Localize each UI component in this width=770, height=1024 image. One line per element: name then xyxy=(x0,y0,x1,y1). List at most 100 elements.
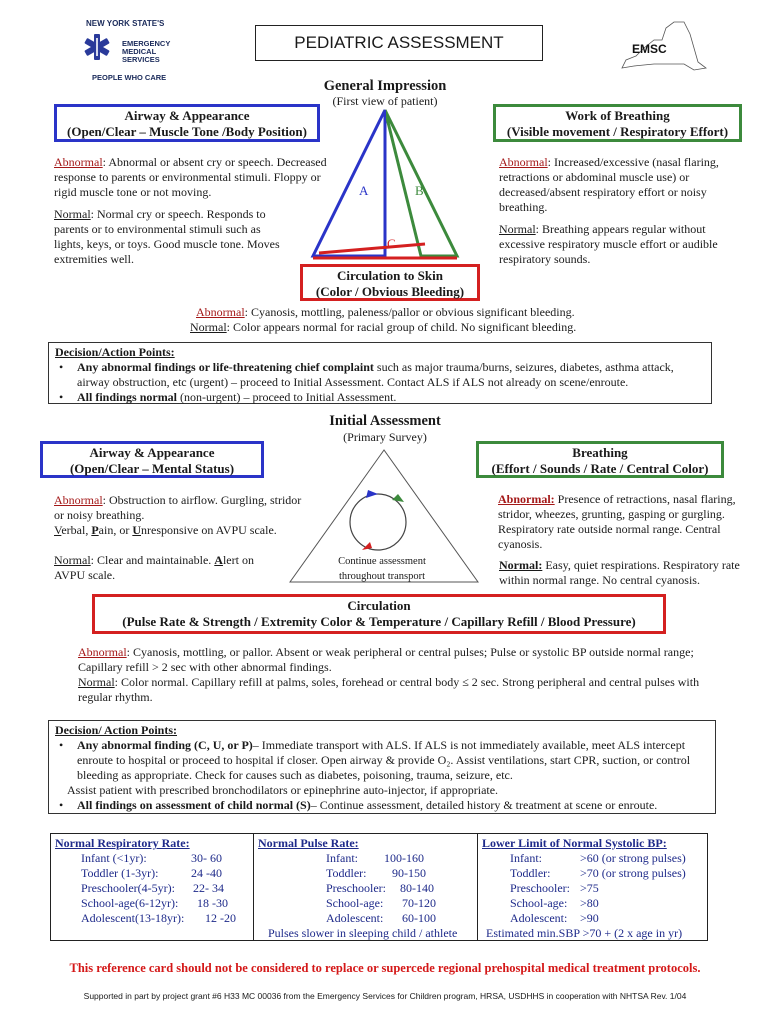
avpu-u-rest: nresponsive on AVPU scale. xyxy=(141,523,277,537)
initial-circulation-normal: Normal: Color normal. Capillary refill a… xyxy=(78,675,718,705)
abnormal-label: Abnormal xyxy=(54,493,103,507)
logo-line2: MEDICAL xyxy=(122,47,157,56)
abnormal-label: Abnormal xyxy=(78,645,127,659)
resp-row: School-age(6-12yr):18 -30 xyxy=(53,896,253,911)
general-impression-heading: General Impression xyxy=(323,78,447,94)
resp-row: Infant (<1yr):30- 60 xyxy=(53,851,253,866)
decision-1-bullet-1-bold: Any abnormal findings or life-threatenin… xyxy=(77,360,374,374)
star-of-life-icon xyxy=(84,34,110,60)
emsc-logo: EMSC xyxy=(614,18,710,78)
bp-age: Adolescent: xyxy=(510,911,568,925)
initial-breathing-title: Breathing xyxy=(572,445,628,460)
decision-2-bullet-1-text: – Immediate transport with ALS. If ALS i… xyxy=(77,738,691,782)
continue-line-1: Continue assessment xyxy=(338,556,426,567)
general-work-abnormal-text: : Increased/excessive (nasal flaring, re… xyxy=(499,155,719,214)
abnormal-label: Abnormal xyxy=(499,155,548,169)
general-circulation-normal-text: : Color appears normal for racial group … xyxy=(226,320,577,334)
triangle-label-a: A xyxy=(359,183,369,198)
general-airway-normal-text: : Normal cry or speech. Responds to pare… xyxy=(54,207,280,266)
avpu-p: P xyxy=(91,523,99,537)
decision-1-bullet-1-text: such as major trauma/burns, seizures, di… xyxy=(77,360,674,389)
resp-age: Preschooler(4-5yr): xyxy=(81,881,175,895)
bp-row: Adolescent: >90 xyxy=(480,911,707,926)
logo-state-text: NEW YORK STATE'S xyxy=(86,19,165,28)
initial-circulation-box: Circulation (Pulse Rate & Strength / Ext… xyxy=(92,594,666,634)
resp-value: 22- 34 xyxy=(193,881,224,895)
bp-note: Estimated min.SBP >70 + (2 x age in yr) xyxy=(486,926,683,940)
pulse-row: Infant:100-160 xyxy=(256,851,477,866)
respiratory-rate-title: Normal Respiratory Rate: xyxy=(55,836,190,850)
decision-2-bullet-2-bold: All findings on assessment of child norm… xyxy=(77,798,294,812)
ny-state-map-icon xyxy=(621,21,707,71)
bp-row: Toddler: >70 (or strong pulses) xyxy=(480,866,707,881)
resp-value: 30- 60 xyxy=(191,851,222,865)
initial-airway-subtitle: (Open/Clear – Mental Status) xyxy=(69,461,235,476)
triangle-label-b: B xyxy=(415,183,424,198)
pulse-rate-column: Normal Pulse Rate: Infant:100-160 Toddle… xyxy=(254,833,478,941)
pulse-value: 60-100 xyxy=(402,911,436,925)
pulse-row: Preschooler:80-140 xyxy=(256,881,477,896)
bp-row: Preschooler: >75 xyxy=(480,881,707,896)
decision-1-bullet-2: All findings normal (non-urgent) – proce… xyxy=(55,390,705,405)
bp-row: Infant:>60 (or strong pulses) xyxy=(480,851,707,866)
funding-footer: Supported in part by project grant #6 H3… xyxy=(83,991,687,1001)
decision-2-bullet-2-mid: (S) xyxy=(293,798,311,812)
decision-points-1: Decision/Action Points: Any abnormal fin… xyxy=(48,342,712,405)
avpu-p-rest: ain, or xyxy=(98,523,133,537)
resp-age: Adolescent(13-18yr): xyxy=(81,911,185,925)
page-title: PEDIATRIC ASSESSMENT xyxy=(255,25,543,61)
general-work-normal-text: : Breathing appears regular without exce… xyxy=(499,222,718,266)
general-circulation-normal: Normal: Color appears normal for racial … xyxy=(190,320,750,335)
pulse-row: Adolescent:60-100 xyxy=(256,911,477,926)
pulse-age: School-age: xyxy=(326,896,384,910)
initial-breathing-normal: Normal: Easy, quiet respirations. Respir… xyxy=(499,558,743,588)
initial-breathing-box: Breathing (Effort / Sounds / Rate / Cent… xyxy=(476,441,724,478)
general-work-abnormal: Abnormal: Increased/excessive (nasal fla… xyxy=(499,155,749,215)
bp-age: Preschooler: xyxy=(510,881,570,895)
avpu-u: U xyxy=(132,523,141,537)
decision-2-bullet-1: Any abnormal finding (C, U, or P)– Immed… xyxy=(55,738,709,783)
initial-circulation-title: Circulation xyxy=(347,598,411,613)
pulse-value: 70-120 xyxy=(402,896,436,910)
initial-circulation-abnormal: Abnormal: Cyanosis, mottling, or pallor.… xyxy=(78,645,718,675)
avpu-a-rest: lert on AVPU scale. xyxy=(54,553,254,582)
initial-triangle-diagram xyxy=(289,449,479,583)
general-circulation-box: Circulation to Skin (Color / Obvious Ble… xyxy=(300,264,480,301)
normal-label: Normal: xyxy=(499,558,543,572)
pulse-value: 90-150 xyxy=(392,866,426,880)
decision-2-bullet-1-mid: (C, U, or P) xyxy=(191,738,253,752)
bp-value: >90 xyxy=(580,911,599,925)
bp-value: >75 xyxy=(580,881,599,895)
resp-row: Preschooler(4-5yr): 22- 34 xyxy=(53,881,253,896)
bp-value: >80 xyxy=(580,896,599,910)
bp-age: Toddler: xyxy=(510,866,551,880)
general-circulation-subtitle: (Color / Obvious Bleeding) xyxy=(315,284,465,299)
bp-value: >70 (or strong pulses) xyxy=(580,866,686,880)
initial-breathing-subtitle: (Effort / Sounds / Rate / Central Color) xyxy=(491,461,709,476)
normal-label: Normal xyxy=(54,207,91,221)
general-work-title: Work of Breathing xyxy=(565,108,670,123)
general-airway-subtitle: (Open/Clear – Muscle Tone /Body Position… xyxy=(67,124,307,139)
initial-circulation-subtitle: (Pulse Rate & Strength / Extremity Color… xyxy=(122,614,636,629)
resp-value: 24 -40 xyxy=(191,866,222,880)
nys-ems-logo: NEW YORK STATE'S EMERGENCY MEDICAL SERVI… xyxy=(80,20,200,86)
bp-row: School-age: >80 xyxy=(480,896,707,911)
general-work-normal: Normal: Breathing appears regular withou… xyxy=(499,222,731,267)
general-airway-abnormal: Abnormal: Abnormal or absent cry or spee… xyxy=(54,155,344,200)
triangle-blue-side xyxy=(310,109,387,258)
initial-airway-normal: Normal: Clear and maintainable. Alert on… xyxy=(54,553,284,583)
avpu-a: A xyxy=(214,553,223,567)
decision-2-title: Decision/ Action Points: xyxy=(55,723,177,737)
initial-assessment-heading: Initial Assessment xyxy=(329,413,441,429)
decision-points-2: Decision/ Action Points: Any abnormal fi… xyxy=(48,720,716,814)
respiratory-rate-column: Normal Respiratory Rate: Infant (<1yr):3… xyxy=(50,833,254,941)
bp-value: >60 (or strong pulses) xyxy=(580,851,686,865)
bp-age: School-age: xyxy=(510,896,568,910)
normal-label: Normal xyxy=(78,675,115,689)
initial-circulation-normal-text: : Color normal. Capillary refill at palm… xyxy=(78,675,700,704)
pulse-age: Preschooler: xyxy=(326,881,386,895)
general-airway-box: Airway & Appearance (Open/Clear – Muscle… xyxy=(54,104,320,142)
logo-tagline: PEOPLE WHO CARE xyxy=(92,73,167,82)
general-circulation-abnormal: Abnormal: Cyanosis, mottling, paleness/p… xyxy=(196,305,756,320)
initial-breathing-abnormal-text: Presence of retractions, nasal flaring, … xyxy=(498,492,736,551)
